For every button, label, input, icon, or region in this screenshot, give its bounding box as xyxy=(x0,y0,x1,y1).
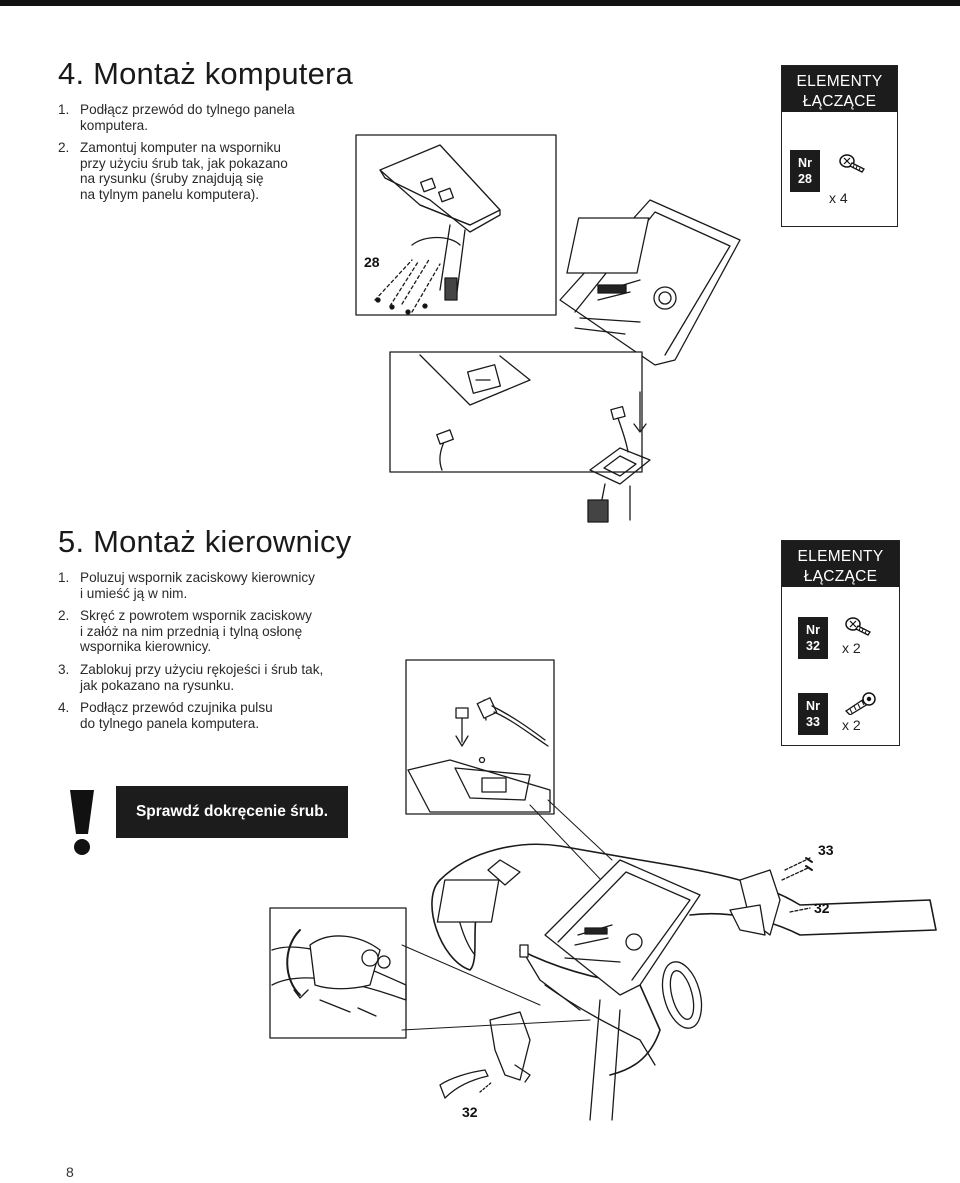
section-title-handlebar-assembly: 5. Montaż kierownicy xyxy=(58,524,352,559)
top-rule xyxy=(0,0,960,6)
part-nr-value: 33 xyxy=(806,715,820,729)
step-text: Zamontuj komputer na wsporniku przy użyc… xyxy=(80,140,288,202)
parts-box-header-line2: ŁĄCZĄCE xyxy=(803,568,878,585)
step-number: 1. xyxy=(58,570,70,585)
step-number: 1. xyxy=(58,102,70,117)
step-item: 1. Poluzuj wspornik zaciskowy kierownicy … xyxy=(58,570,378,601)
callout-label-32: 32 xyxy=(814,900,830,916)
parts-box-header: ELEMENTY ŁĄCZĄCE xyxy=(782,66,897,112)
parts-box-header-line1: ELEMENTY xyxy=(796,73,883,90)
screw-icon xyxy=(839,154,865,173)
step-item: 3. Zablokuj przy użyciu rękojeści i śrub … xyxy=(58,662,378,693)
step-item: 2. Zamontuj komputer na wsporniku przy uż… xyxy=(58,140,358,202)
section-title-computer-assembly: 4. Montaż komputera xyxy=(58,56,354,91)
part-nr-value: 28 xyxy=(798,172,812,186)
step-text: Zablokuj przy użyciu rękojeści i śrub ta… xyxy=(80,661,324,693)
step-number: 2. xyxy=(58,608,70,624)
part-nr-label: Nr xyxy=(798,156,812,170)
step-item: 4. Podłącz przewód czujnika pulsu do tyln… xyxy=(58,700,378,731)
detail-frame-pulse-connector xyxy=(405,659,555,815)
computer-back-panel xyxy=(379,144,501,226)
step-text: Poluzuj wspornik zaciskowy kierownicy i … xyxy=(80,570,315,601)
part-quantity: x 2 xyxy=(842,640,861,656)
part-nr-value: 32 xyxy=(806,639,820,653)
callout-label-28: 28 xyxy=(364,254,380,270)
step-item: 1. Podłącz przewód do tylnego panela komp… xyxy=(58,102,358,133)
step-number: 3. xyxy=(58,661,70,677)
screw-icon xyxy=(845,617,871,636)
part-number-badge: Nr 33 xyxy=(798,693,828,735)
computer-console xyxy=(559,199,741,366)
page-number: 8 xyxy=(66,1164,74,1180)
exclamation-icon xyxy=(70,790,94,855)
part-quantity: x 4 xyxy=(829,190,848,206)
part-nr-label: Nr xyxy=(806,623,820,637)
detail-frame-bracket xyxy=(355,134,557,316)
callout-label-32: 32 xyxy=(462,1104,478,1120)
step-text: Podłącz przewód do tylnego panela komput… xyxy=(80,102,295,133)
part-quantity: x 2 xyxy=(842,717,861,733)
parts-box-header: ELEMENTY ŁĄCZĄCE xyxy=(782,541,899,587)
steps-list-section-4: 1. Podłącz przewód do tylnego panela komp… xyxy=(58,102,358,210)
parts-box-header-line1: ELEMENTY xyxy=(797,548,884,565)
steps-list-section-5: 1. Poluzuj wspornik zaciskowy kierownicy … xyxy=(58,570,378,738)
step-number: 4. xyxy=(58,700,70,716)
parts-box-section-5: ELEMENTY ŁĄCZĄCE Nr 32 x 2 Nr 33 x 2 xyxy=(781,540,900,746)
part-number-badge: Nr 32 xyxy=(798,617,828,659)
step-number: 2. xyxy=(58,140,70,156)
handlebar xyxy=(439,843,937,936)
step-item: 2. Skręć z powrotem wspornik zaciskowy i … xyxy=(58,608,378,655)
callout-label-33: 33 xyxy=(818,842,834,858)
parts-box-header-line2: ŁĄCZĄCE xyxy=(802,93,877,110)
bolt-icon xyxy=(844,692,876,715)
step-text: Skręć z powrotem wspornik zaciskowy i za… xyxy=(80,608,312,655)
support-post xyxy=(439,224,466,301)
step-text: Podłącz przewód czujnika pulsu do tylneg… xyxy=(80,700,273,731)
part-number-badge: Nr 28 xyxy=(790,150,820,192)
parts-box-section-4: ELEMENTY ŁĄCZĄCE Nr 28 x 4 xyxy=(781,65,898,227)
warning-banner: Sprawdź dokręcenie śrub. xyxy=(116,786,348,838)
part-nr-label: Nr xyxy=(806,699,820,713)
detail-frame-clamp xyxy=(269,907,407,1039)
detail-frame-connector xyxy=(389,351,643,473)
